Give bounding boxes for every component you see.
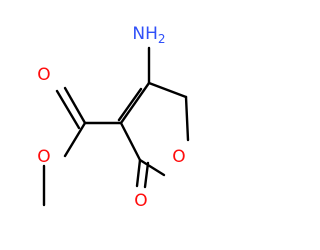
ring-oxygen-label: O: [172, 147, 185, 167]
ester-ether-oxygen-label: O: [37, 147, 50, 167]
atom-labels: NH2 O O O O: [37, 24, 185, 211]
ester-carbonyl-oxygen-label: O: [37, 65, 50, 85]
bond-cester-oether: [63, 121, 87, 158]
bond-c5-o1: [184, 95, 190, 142]
amino-group-label: NH2: [132, 24, 165, 46]
bond-c2-c3: [119, 121, 142, 162]
molecule-structure: NH2 O O O O: [37, 24, 190, 211]
bond-c4-c5: [147, 81, 188, 99]
amino-symbol: NH: [132, 24, 158, 44]
bond-c4-c3-second: [117, 87, 143, 122]
bond-c4-c3: [119, 81, 151, 125]
lactone-carbonyl-oxygen-label: O: [134, 191, 147, 211]
amino-subscript: 2: [158, 32, 166, 46]
bond-c2-o: [135, 158, 142, 188]
bonds: [42, 46, 190, 207]
bond-cester-o-second: [55, 89, 81, 130]
bond-c2-o-second: [143, 161, 150, 189]
bond-o1-c2: [138, 158, 166, 177]
bond-cester-o: [63, 86, 87, 125]
